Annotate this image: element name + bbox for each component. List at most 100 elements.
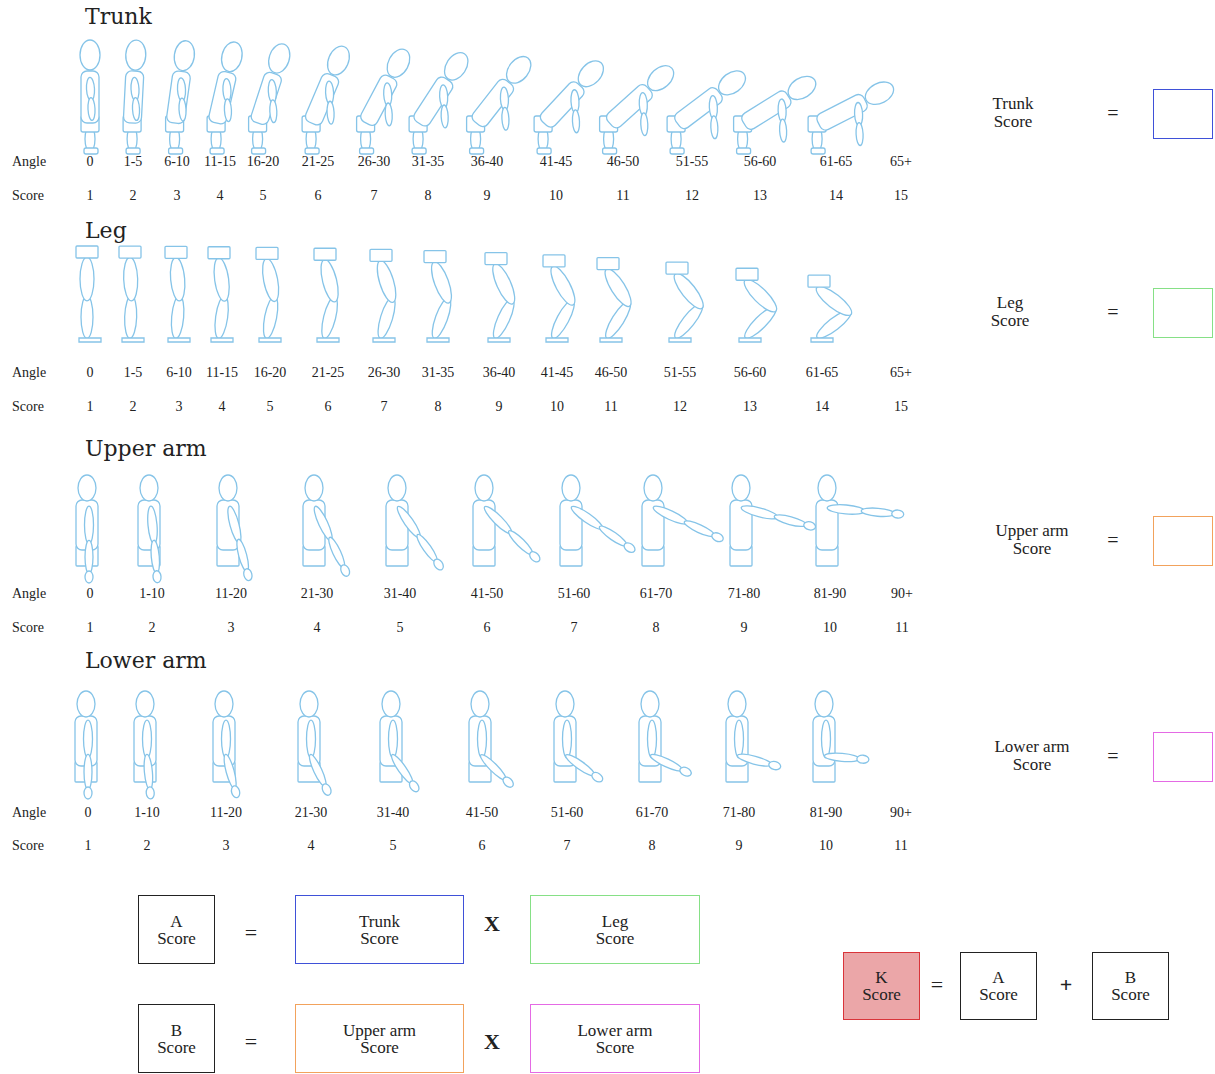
foot xyxy=(600,338,622,342)
operator: = xyxy=(245,921,257,944)
hand xyxy=(710,531,724,543)
angle-value: 1-10 xyxy=(139,587,165,602)
score-value: 3 xyxy=(223,839,230,854)
pelvis xyxy=(424,251,446,263)
foot xyxy=(737,148,751,154)
angle-value: 1-10 xyxy=(134,806,160,821)
pelvis xyxy=(666,262,688,274)
forearm xyxy=(501,107,509,130)
head xyxy=(556,691,574,717)
head xyxy=(573,56,608,92)
foot xyxy=(360,148,374,154)
torso-group xyxy=(80,40,100,123)
score-value: 8 xyxy=(435,400,442,415)
hand xyxy=(622,541,636,554)
forearm xyxy=(224,99,232,122)
torso-group xyxy=(814,78,897,134)
upper-arm xyxy=(146,506,158,544)
angle-value: 0 xyxy=(85,806,92,821)
foot xyxy=(427,338,449,342)
head xyxy=(77,691,95,717)
angle-value: 6-10 xyxy=(164,155,190,170)
thigh xyxy=(80,257,94,301)
axis-label: Score xyxy=(12,839,44,854)
score-value: 2 xyxy=(149,621,156,636)
foot xyxy=(84,148,98,154)
hand xyxy=(84,787,92,799)
score-value: 7 xyxy=(564,839,571,854)
angle-value: 46-50 xyxy=(607,155,640,170)
angle-value: 0 xyxy=(87,366,94,381)
forearm xyxy=(779,119,787,142)
lower-arm-score-box xyxy=(1153,732,1213,782)
score-value: 8 xyxy=(653,621,660,636)
angle-value: 41-50 xyxy=(471,587,504,602)
thigh xyxy=(212,257,232,302)
box-label: Leg Score xyxy=(596,913,635,947)
score-value: 4 xyxy=(219,400,226,415)
angle-value: 16-20 xyxy=(247,155,280,170)
foot xyxy=(252,148,266,154)
forearm xyxy=(235,538,251,572)
score-value: 10 xyxy=(823,621,837,636)
torso-group xyxy=(122,40,146,124)
angle-value: 56-60 xyxy=(744,155,777,170)
hand xyxy=(339,563,351,577)
hand xyxy=(432,557,445,571)
forearm xyxy=(307,753,329,788)
forearm xyxy=(649,752,684,774)
score-value: 15 xyxy=(894,189,908,204)
head xyxy=(562,475,580,501)
upper-arm xyxy=(563,720,572,758)
score-value: 10 xyxy=(550,400,564,415)
head xyxy=(784,71,820,104)
score-value: 6 xyxy=(315,189,322,204)
axis-label: Angle xyxy=(12,587,46,602)
forearm xyxy=(736,752,772,769)
score-value: 7 xyxy=(571,621,578,636)
foot xyxy=(811,148,825,154)
torso xyxy=(359,73,399,127)
score-value: 12 xyxy=(673,400,687,415)
angle-value: 31-40 xyxy=(384,587,417,602)
upper-arm xyxy=(84,720,93,758)
head xyxy=(323,43,353,78)
head xyxy=(643,61,679,96)
operator: = xyxy=(1107,302,1118,323)
foot xyxy=(670,148,684,154)
factor-box: Upper arm Score xyxy=(295,1004,464,1073)
shin xyxy=(81,296,93,339)
axis-label: Score xyxy=(12,621,44,636)
head xyxy=(728,691,746,717)
box-label: A Score xyxy=(979,969,1018,1003)
score-value: 15 xyxy=(894,400,908,415)
score-value: 12 xyxy=(685,189,699,204)
axis-label: Angle xyxy=(12,155,46,170)
foot xyxy=(305,148,319,154)
axis-label: Angle xyxy=(12,366,46,381)
upper-arm xyxy=(85,506,94,544)
head xyxy=(475,475,493,501)
angle-value: 6-10 xyxy=(166,366,192,381)
foot xyxy=(412,148,426,154)
score-value: 13 xyxy=(743,400,757,415)
angle-value: 31-35 xyxy=(422,366,455,381)
head xyxy=(265,41,293,76)
score-value: 6 xyxy=(479,839,486,854)
forearm xyxy=(327,101,335,124)
angle-value: 21-25 xyxy=(302,155,335,170)
hand xyxy=(768,760,782,771)
upper-arm xyxy=(307,720,316,758)
foot xyxy=(546,338,568,342)
foot xyxy=(488,338,510,342)
shin xyxy=(124,295,137,338)
foot xyxy=(603,148,617,154)
score-value: 11 xyxy=(895,621,908,636)
pelvis xyxy=(370,249,392,261)
angle-value: 11-20 xyxy=(210,806,242,821)
head xyxy=(80,40,100,70)
score-label: Trunk Score xyxy=(993,95,1034,131)
head xyxy=(78,475,96,501)
hand xyxy=(857,755,870,764)
head xyxy=(219,475,237,501)
